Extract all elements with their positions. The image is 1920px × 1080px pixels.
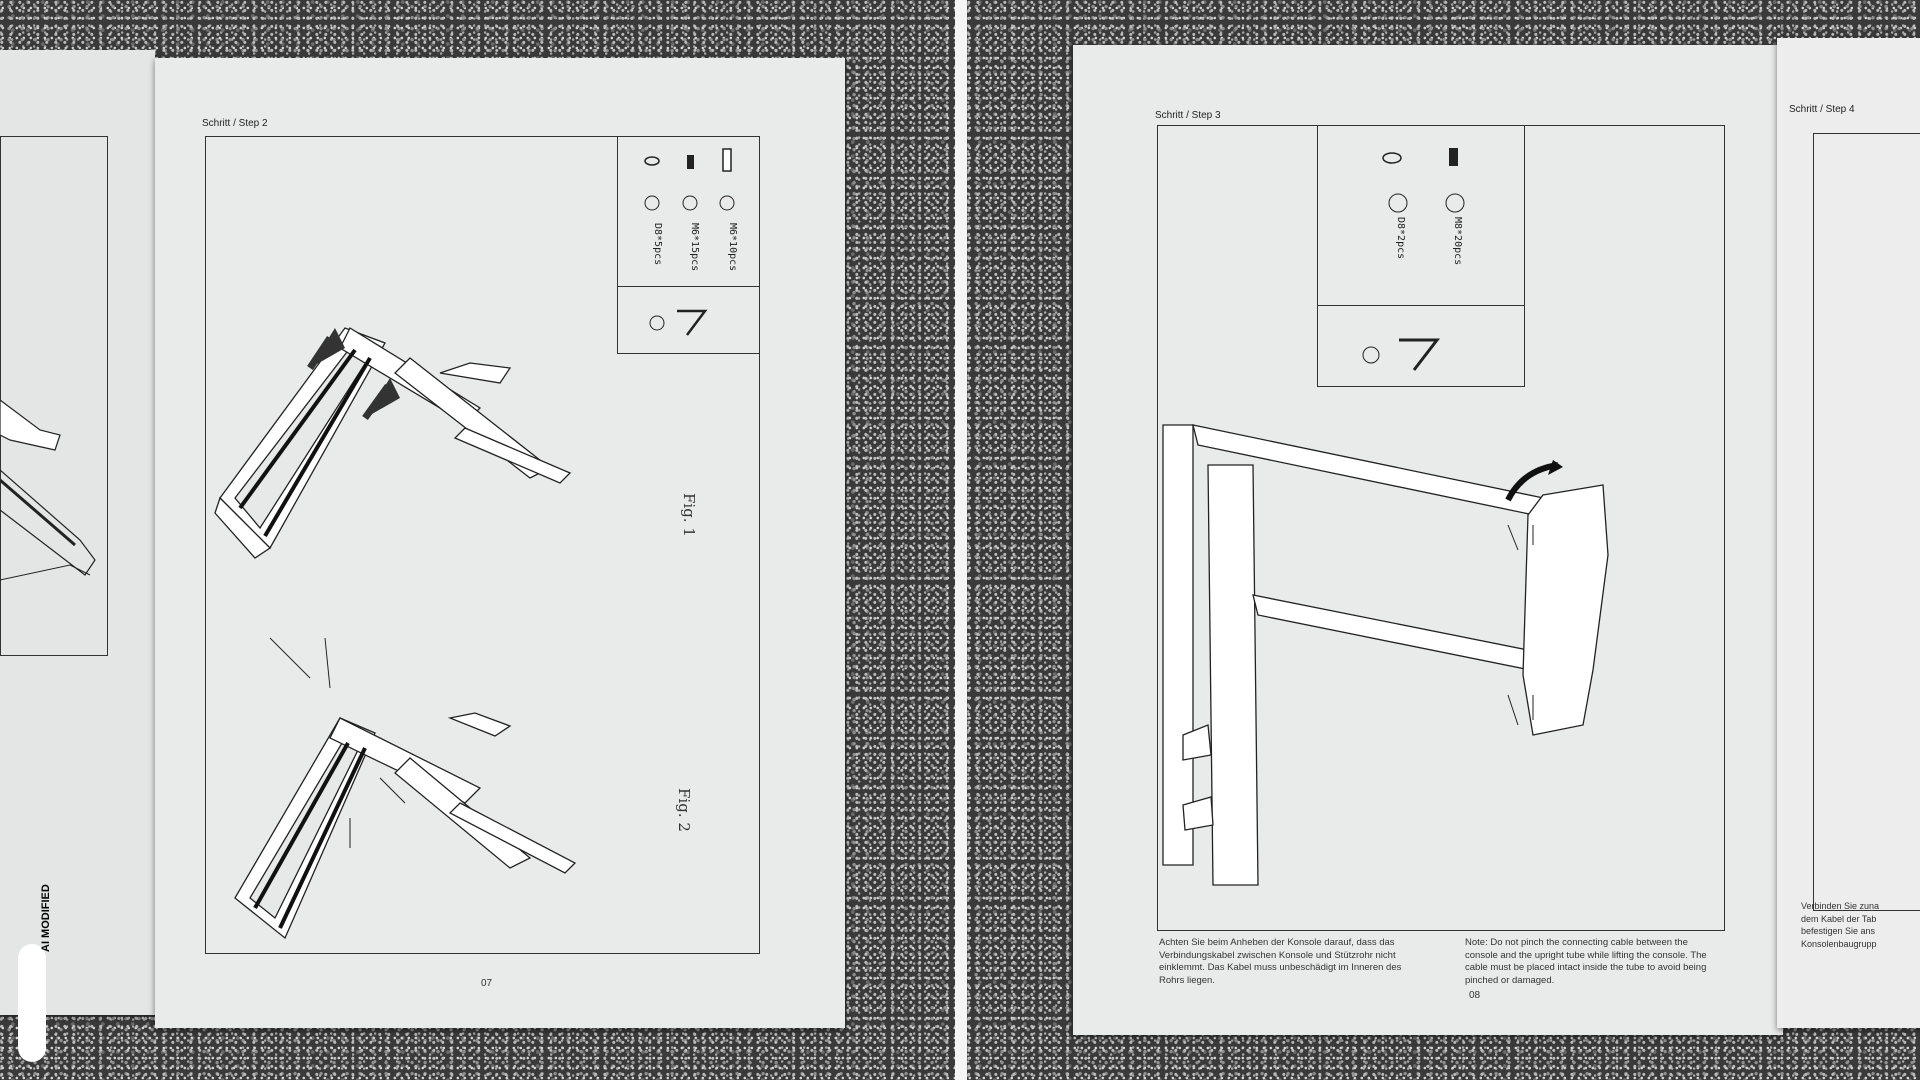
page-number-08: 08	[1469, 990, 1481, 1001]
tool-box	[617, 286, 760, 354]
prev-page-drawing	[0, 399, 96, 581]
step-4-heading: Schritt / Step 4	[1789, 104, 1855, 115]
ai-modified-label: AI MODIFIED	[40, 884, 52, 952]
step-4-note: Verbinden Sie zuna dem Kabel der Tab bef…	[1801, 901, 1880, 949]
fig-2-label: Fig. 2	[675, 788, 693, 832]
left-prev-page	[0, 50, 155, 1015]
page-number-07: 07	[481, 978, 493, 989]
photo-divider	[955, 0, 967, 1080]
step-3-heading: Schritt / Step 3	[1155, 110, 1221, 121]
fig-1-drawing	[214, 327, 572, 559]
bolt-icon	[1449, 148, 1458, 166]
part-21-code: M6*15pcs	[689, 223, 700, 272]
note-german: Achten Sie beim Anheben der Konsole dara…	[1159, 937, 1402, 986]
washer-icon	[644, 156, 660, 166]
step-3-drawing	[1162, 424, 1609, 886]
ai-modified-badge: AI MODIFIED	[18, 884, 52, 1062]
prev-page-frame	[0, 136, 108, 656]
next-page: Schritt / Step 4 Verbinden Sie zuna dem …	[1777, 38, 1920, 1028]
part-39-code: D8*2pcs	[1395, 217, 1406, 260]
page-07: Schritt / Step 2 D8*5pcs M6*15pcs M6*10p…	[155, 58, 845, 1028]
parts-icons	[644, 148, 735, 211]
part-21-code: M8*20pcs	[1452, 217, 1463, 266]
right-photo: Schritt / Step 3 D8*2pcs M8*20pcs	[967, 0, 1920, 1080]
parts-icons	[1382, 148, 1465, 213]
part-24-code: M6*10pcs	[727, 223, 738, 272]
washer-icon	[1382, 152, 1402, 164]
fig-2-drawing	[234, 637, 577, 940]
tool-box	[1317, 305, 1525, 387]
left-photo: Schritt / Step 2 D8*5pcs M6*15pcs M6*10p…	[0, 0, 955, 1080]
wrench-icon	[1362, 338, 1441, 371]
bolt-icon	[687, 155, 694, 169]
page-08: Schritt / Step 3 D8*2pcs M8*20pcs	[1073, 45, 1783, 1035]
step-4-frame	[1813, 133, 1920, 911]
long-bolt-icon	[722, 148, 732, 172]
step-2-heading: Schritt / Step 2	[202, 118, 268, 129]
wrench-icon	[649, 309, 708, 336]
fig-1-label: Fig. 1	[680, 493, 698, 537]
note-english: Note: Do not pinch the connecting cable …	[1465, 937, 1707, 986]
step-2-frame	[205, 136, 760, 954]
